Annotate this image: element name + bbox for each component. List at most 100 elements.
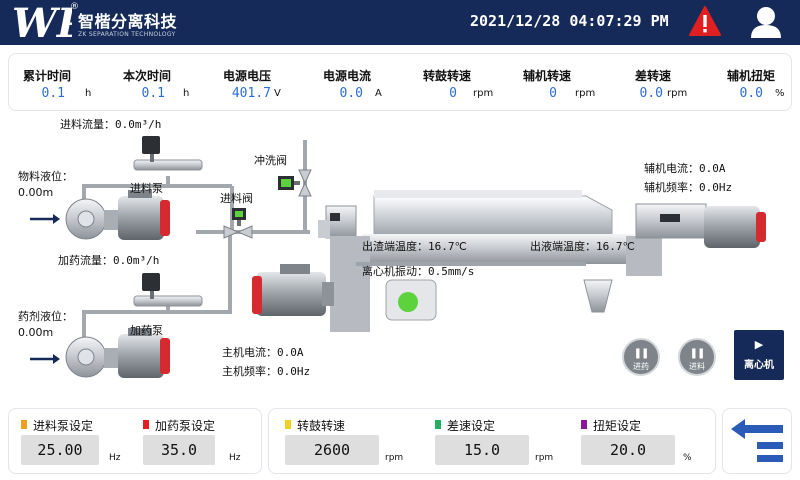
feed-flow-readout: 进料流量：0.0m³/h [60, 116, 161, 132]
param-value: 0 [549, 86, 557, 101]
color-marker [21, 420, 27, 429]
flush-valve-label: 冲洗阀 [254, 154, 287, 167]
color-marker [435, 420, 441, 429]
centrifuge-icon [318, 190, 766, 332]
feed-valve-icon[interactable] [223, 208, 253, 239]
setting-label: 转鼓转速 [297, 419, 346, 433]
aux-current-readout: 辅机电流：0.0A [644, 160, 726, 176]
aux-freq-readout: 辅机频率：0.0Hz [644, 179, 732, 195]
liquid-temp-label: 出液端温度： [530, 240, 596, 253]
diff-speed-setpoint-input[interactable]: 15.0 [435, 435, 529, 465]
dose-button-label: 进药 [633, 362, 649, 371]
process-area: 进料流量：0.0m³/h 物料液位： 0.00m 进料泵 冲洗阀 进料阀 加药流… [0, 112, 800, 402]
param-label: 辅机扭矩 [727, 69, 776, 83]
agent-level-label: 药剂液位： [18, 310, 73, 323]
dose-toggle-button[interactable]: ❚❚ 进药 [622, 338, 660, 376]
pause-icon: ❚❚ [689, 348, 706, 359]
vibration-readout: 离心机振动：0.5mm/s [362, 263, 474, 279]
torque-setting: 扭矩设定 20.0 % [581, 409, 711, 473]
feed-pump-label: 进料泵 [130, 182, 163, 195]
param-current-time: 本次时间 0.1 h [113, 54, 213, 110]
feed-button-label: 进料 [689, 362, 705, 371]
flush-valve-icon[interactable] [278, 169, 312, 197]
feed-flowmeter [133, 136, 203, 171]
centrifuge-settings-panel: 转鼓转速 2600 rpm 差速设定 15.0 rpm 扭矩设定 20.0 % [268, 408, 716, 474]
dose-pump-label: 加药泵 [130, 324, 163, 337]
slag-temp-label: 出渣端温度： [362, 240, 428, 253]
feed-pump-icon [30, 190, 170, 240]
param-value: 0.0 [639, 86, 663, 101]
warning-triangle-icon[interactable] [688, 5, 722, 37]
param-label: 辅机转速 [523, 69, 572, 83]
logo-registered-mark: ® [70, 2, 79, 12]
back-menu-icon [731, 419, 783, 462]
dose-pump-icon [30, 328, 170, 378]
setting-unit: rpm [535, 453, 554, 463]
param-label: 转鼓转速 [423, 69, 472, 83]
main-current-label: 主机电流： [222, 346, 277, 359]
param-label: 电源电压 [223, 69, 272, 83]
dose-pump-setpoint-input[interactable]: 35.0 [143, 435, 215, 465]
torque-setpoint-input[interactable]: 20.0 [581, 435, 675, 465]
setting-unit: Hz [109, 453, 121, 463]
main-freq-label: 主机频率： [222, 365, 277, 378]
dose-flow-readout: 加药流量：0.0m³/h [58, 252, 159, 268]
dose-flowmeter [133, 273, 203, 307]
aux-freq-value: 0.0Hz [699, 181, 733, 194]
pause-icon: ❚❚ [633, 348, 650, 359]
param-label: 差转速 [635, 69, 672, 83]
param-total-time: 累计时间 0.1 h [13, 54, 113, 110]
material-level-label: 物料液位： [18, 170, 73, 183]
parameter-bar: 累计时间 0.1 h 本次时间 0.1 h 电源电压 401.7 V 电源电流 … [8, 53, 792, 111]
param-label: 累计时间 [23, 69, 72, 83]
logo-letter: WP [12, 3, 72, 41]
param-unit: h [85, 88, 92, 99]
play-icon: ▶ [754, 338, 764, 351]
feed-valve-label: 进料阀 [220, 192, 253, 205]
param-unit: rpm [473, 88, 494, 99]
vibration-label: 离心机振动： [362, 265, 428, 278]
param-unit: rpm [667, 88, 688, 99]
dose-pump-setting: 加药泵设定 35.0 Hz [143, 409, 253, 473]
param-diff-speed: 差转速 0.0 rpm [613, 54, 713, 110]
drum-speed-setting: 转鼓转速 2600 rpm [285, 409, 415, 473]
agent-level-value: 0.00m [18, 326, 54, 339]
setting-label: 加药泵设定 [155, 419, 216, 433]
param-aux-speed: 辅机转速 0 rpm [513, 54, 613, 110]
main-freq-readout: 主机频率：0.0Hz [222, 363, 310, 379]
vibration-value: 0.5mm/s [428, 265, 475, 278]
feed-pump-setting: 进料泵设定 25.00 Hz [21, 409, 131, 473]
centrifuge-start-button[interactable]: ▶ 离心机 [734, 330, 784, 380]
setting-label: 差速设定 [447, 419, 496, 433]
param-unit: V [274, 88, 281, 99]
dose-flow-value: 0.0m³/h [113, 254, 160, 267]
header-bar: WP ® 智楷分离科技 ZK SEPARATION TECHNOLOGY 202… [0, 0, 800, 45]
slag-temp-readout: 出渣端温度：16.7℃ [362, 238, 467, 254]
aux-freq-label: 辅机频率： [644, 181, 699, 194]
param-value: 0.0 [339, 86, 363, 101]
company-name: 智楷分离科技 [78, 12, 178, 31]
param-value: 0 [449, 86, 457, 101]
setting-unit: Hz [229, 453, 241, 463]
user-icon[interactable] [748, 4, 784, 40]
slag-temp-value: 16.7℃ [428, 240, 467, 253]
dose-flow-label: 加药流量： [58, 254, 113, 267]
main-freq-value: 0.0Hz [277, 365, 311, 378]
feed-toggle-button[interactable]: ❚❚ 进料 [678, 338, 716, 376]
drum-speed-setpoint-input[interactable]: 2600 [285, 435, 379, 465]
setting-label: 进料泵设定 [33, 419, 94, 433]
param-label: 电源电流 [323, 69, 372, 83]
company-english-name: ZK SEPARATION TECHNOLOGY [78, 31, 176, 38]
company-logo-icon: WP [12, 3, 72, 41]
param-value: 0.1 [41, 86, 65, 101]
param-aux-torque: 辅机扭矩 0.0 % [713, 54, 791, 110]
color-marker [581, 420, 587, 429]
param-unit: A [375, 88, 382, 99]
back-menu-button[interactable] [722, 408, 792, 474]
aux-current-value: 0.0A [699, 162, 726, 175]
material-level-value: 0.00m [18, 186, 54, 199]
feed-flow-value: 0.0m³/h [115, 118, 162, 131]
feed-pump-setpoint-input[interactable]: 25.00 [21, 435, 99, 465]
pump-settings-panel: 进料泵设定 25.00 Hz 加药泵设定 35.0 Hz [8, 408, 262, 474]
